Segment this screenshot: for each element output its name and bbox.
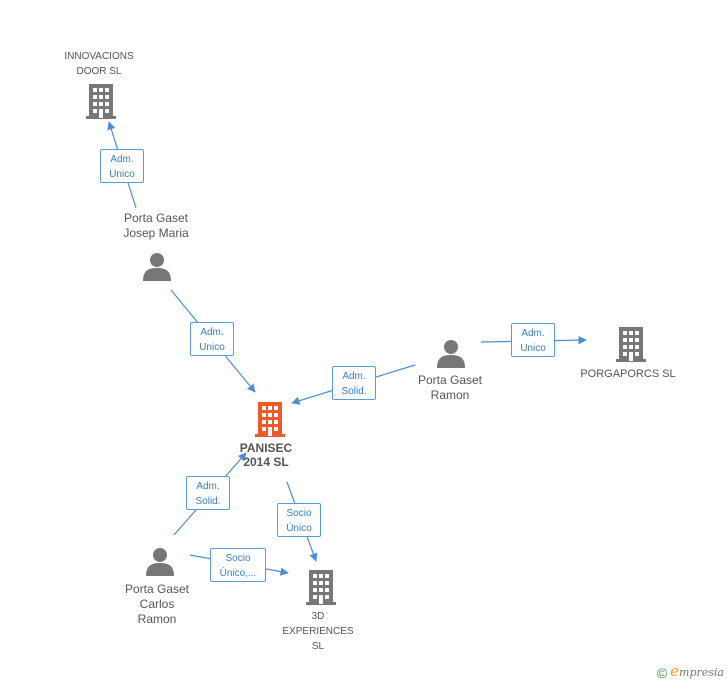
edge-label-line: Adm. <box>196 481 220 492</box>
building-icon[interactable] <box>86 84 116 119</box>
copyright-icon: © <box>656 665 668 681</box>
node-label-line: Porta Gaset <box>417 373 483 387</box>
node-porgaporcs-label[interactable]: PORGAPORCS SL <box>573 367 683 381</box>
edge-label-line: Solid. <box>341 386 367 397</box>
node-label-line: Carlos <box>139 597 175 611</box>
node-label-line: Porta Gaset <box>124 582 190 596</box>
edge-label-line: Socio <box>286 508 312 519</box>
node-label-line: 3D <box>311 611 325 622</box>
edge-label-ramon-porgaporcs[interactable]: Adm. Unico <box>511 323 555 357</box>
node-porta-gaset-carlos-ramon-label[interactable]: Porta Gaset Carlos Ramon <box>102 582 212 627</box>
edge-label-line: Unico <box>199 342 225 353</box>
node-panisec-2014-label[interactable]: PANISEC 2014 SL <box>216 441 316 469</box>
edge-label-line: Único,... <box>219 568 257 579</box>
empresia-logo: empresia <box>670 661 724 680</box>
empresia-credit[interactable]: © empresia <box>657 662 724 681</box>
edge-label-line: Único <box>286 523 312 534</box>
node-label-line: PANISEC <box>239 441 293 455</box>
edge-label-line: Adm. <box>110 154 134 165</box>
building-icon[interactable] <box>255 402 285 437</box>
node-label-line: Porta Gaset <box>123 211 189 225</box>
node-label-line: Ramon <box>137 612 177 626</box>
edge-label-panisec-experiences[interactable]: Socio Único <box>277 503 321 537</box>
node-label-line: INNOVACIONS <box>64 51 134 62</box>
edge-label-line: Adm. <box>342 371 366 382</box>
node-label-line: EXPERIENCES <box>282 626 354 637</box>
edge-label-carlos-experiences[interactable]: Socio Único,... <box>210 548 266 582</box>
building-icon[interactable] <box>616 327 646 362</box>
edge-label-line: Solid. <box>195 496 221 507</box>
node-label-line: 2014 SL <box>243 455 289 469</box>
edge-label-line: Socio <box>225 553 251 564</box>
edge-label-line: Unico <box>109 169 135 180</box>
person-icon[interactable] <box>146 548 174 576</box>
node-label-line: Ramon <box>430 388 470 402</box>
node-innovacions-door-label[interactable]: INNOVACIONS DOOR SL <box>49 49 149 79</box>
edge-label-line: Adm. <box>200 327 224 338</box>
building-icon[interactable] <box>306 570 336 605</box>
edge-label-line: Unico <box>520 343 546 354</box>
node-label-line: Josep Maria <box>123 226 189 240</box>
node-porta-gaset-ramon-label[interactable]: Porta Gaset Ramon <box>395 373 505 403</box>
edge-label-josep-panisec[interactable]: Adm. Unico <box>190 322 234 356</box>
node-label-line: DOOR SL <box>76 66 122 77</box>
edge-label-line: Adm. <box>521 328 545 339</box>
person-icon[interactable] <box>143 253 171 281</box>
person-icon[interactable] <box>437 340 465 368</box>
node-label-line: PORGAPORCS SL <box>580 368 676 380</box>
edge-label-ramon-panisec[interactable]: Adm. Solid. <box>332 366 376 400</box>
node-3d-experiences-label[interactable]: 3D EXPERIENCES SL <box>268 609 368 654</box>
edge-label-carlos-panisec[interactable]: Adm. Solid. <box>186 476 230 510</box>
edge-label-josep-innovacions[interactable]: Adm. Unico <box>100 149 144 183</box>
node-porta-gaset-josep-maria-label[interactable]: Porta Gaset Josep Maria <box>100 211 212 241</box>
node-label-line: SL <box>311 641 325 652</box>
